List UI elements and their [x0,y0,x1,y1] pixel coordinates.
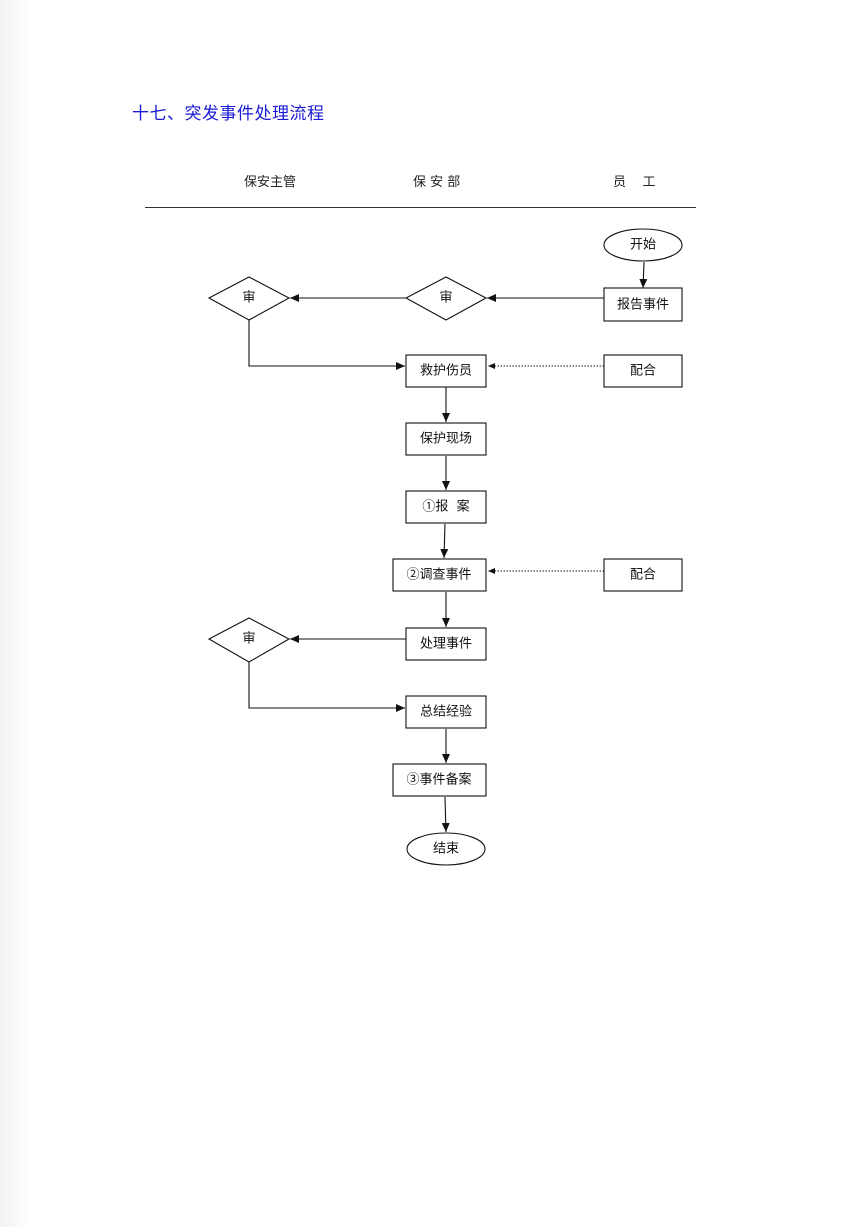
node-report-case-box [405,490,487,524]
page-edge-shadow [0,0,30,1227]
node-review-supervisor-1-label: 审 [242,291,255,306]
node-protect-scene-box [405,422,487,456]
node-review-supervisor-2-diamond [207,617,291,663]
node-end-terminator [406,832,486,866]
node-handle-event-box [405,627,487,661]
node-start-label: 开始 [630,238,656,253]
header-divider [145,207,696,208]
lane-header-supervisor: 保安主管 [244,175,297,190]
edge-start-to-report [639,261,648,289]
edge-review-to-summarize [248,662,405,712]
node-rescue-label: 救护伤员 [420,363,472,379]
node-review-dept-diamond [404,276,488,321]
node-cooperate-1-box [603,354,683,388]
page-title: 十七、突发事件处理流程 [132,104,325,124]
node-cooperate-2-label: 配合 [630,568,656,583]
node-handle-event-label: 处理事件 [420,637,472,652]
node-cooperate-1-label: 配合 [630,364,656,379]
node-archive-label: ③事件备案 [406,772,471,788]
node-archive-box [392,763,487,797]
node-review-dept-label: 审 [439,291,452,306]
node-summarize-label: 总结经验 [420,704,472,720]
edge-archive-to-end [441,796,450,833]
node-end-label: 结束 [433,842,459,857]
node-investigate-label: ②调查事件 [406,568,471,583]
node-summarize-box [405,695,487,729]
edge-report-case-to-investigate [440,523,449,559]
node-report-event-label: 报告事件 [617,298,669,313]
edge-review-to-rescue [248,320,405,370]
node-start-terminator [603,228,683,262]
node-rescue-box [405,354,487,388]
node-review-supervisor-1-diamond [207,276,291,321]
lane-header-department: 保 安 部 [413,175,461,190]
lane-header-staff: 员 工 [613,175,656,190]
node-report-case-label: ①报 案 [422,500,469,515]
node-cooperate-2-box [603,558,683,592]
node-report-event-box [603,287,683,322]
node-review-supervisor-2-label: 审 [242,632,255,647]
node-protect-scene-label: 保护现场 [420,432,472,447]
node-investigate-box [392,558,487,592]
